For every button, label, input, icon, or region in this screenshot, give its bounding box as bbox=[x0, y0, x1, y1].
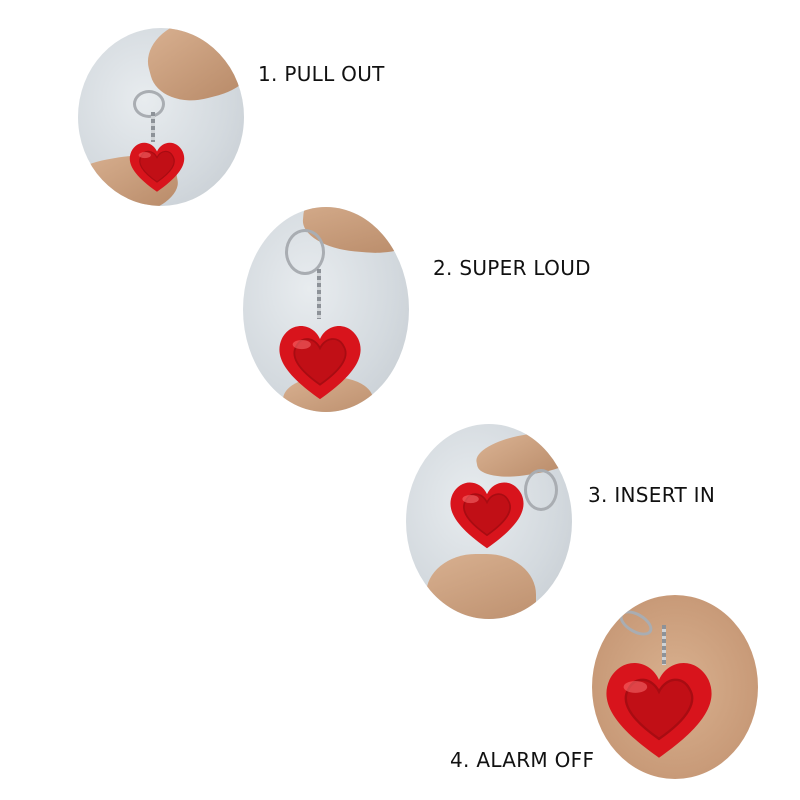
step-4-label: 4. ALARM OFF bbox=[450, 748, 595, 772]
heart-alarm-icon bbox=[129, 142, 185, 192]
chain bbox=[317, 269, 321, 319]
keyring bbox=[285, 229, 325, 275]
chain bbox=[662, 625, 666, 665]
keyring bbox=[524, 469, 558, 511]
step-3-photo bbox=[406, 424, 572, 619]
step-4-photo bbox=[592, 595, 758, 779]
heart-alarm-icon bbox=[450, 482, 524, 549]
keyring bbox=[615, 605, 657, 641]
step-1-label: 1. PULL OUT bbox=[258, 62, 385, 86]
heart-alarm-icon bbox=[606, 663, 712, 758]
keyring bbox=[133, 90, 165, 118]
chain bbox=[151, 112, 155, 142]
hand bbox=[426, 554, 536, 619]
step-2-photo bbox=[243, 207, 409, 412]
step-1-photo bbox=[78, 28, 244, 206]
step-2-label: 2. SUPER LOUD bbox=[433, 256, 591, 280]
step-3-label: 3. INSERT IN bbox=[588, 483, 716, 507]
heart-alarm-icon bbox=[279, 326, 361, 400]
